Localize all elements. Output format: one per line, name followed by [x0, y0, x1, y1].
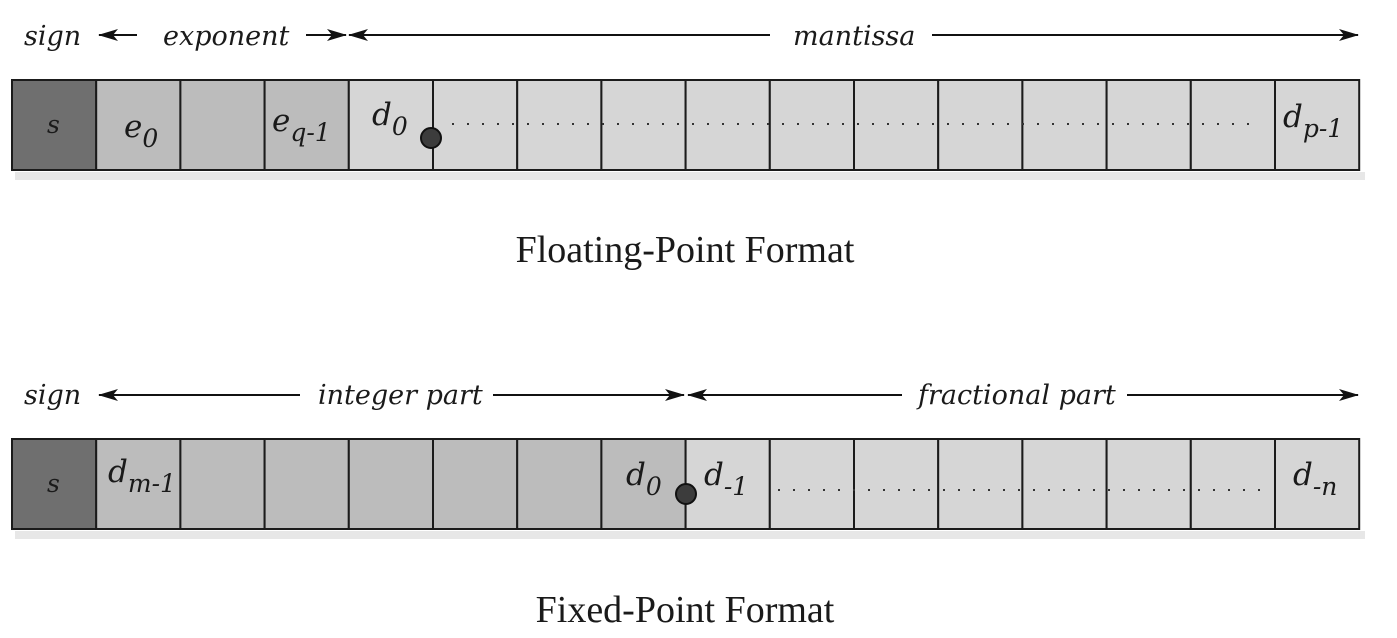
fp-bit-cell [1274, 79, 1361, 171]
fx-bit-cell [937, 438, 1024, 530]
fx-bit-cell [1189, 438, 1277, 530]
fp-bit-cell [937, 79, 1024, 171]
fp-bit-cell [11, 79, 98, 171]
fx-bit-cell [1105, 438, 1192, 530]
fp-sign-label: sign [24, 21, 81, 52]
fp-e0-symbol: e0 [124, 109, 158, 153]
floating-point-register: s e0 eq-1 d0 dp-1 [11, 79, 1365, 180]
floating-point-header: sign exponent mantissa [24, 21, 1359, 52]
fx-bit-cell [1021, 438, 1108, 530]
fx-bit-cell [11, 438, 98, 530]
fp-bit-cell [853, 79, 940, 171]
fx-caption: Fixed-Point Format [536, 589, 835, 631]
fp-bit-cell [684, 79, 771, 171]
fp-bit-cell [1021, 79, 1108, 171]
fx-radix-point [675, 483, 697, 505]
fixed-point-register: s dm-1 d0 d-1 d-n [11, 438, 1365, 539]
fp-exponent-label: exponent [163, 21, 290, 52]
fx-d-1-symbol: d-1 [704, 457, 748, 501]
fx-bit-cell [768, 438, 855, 530]
fp-radix-point [420, 127, 442, 149]
fp-bit-cell [432, 79, 519, 171]
fx-cells [11, 438, 1361, 530]
fp-bit-cell [95, 79, 182, 171]
fx-dn-symbol: d-n [1293, 457, 1337, 501]
fx-bit-cell [179, 438, 266, 530]
fp-bit-cell [179, 79, 266, 171]
fx-sign-symbol: s [47, 469, 60, 498]
fx-bit-cell [516, 438, 603, 530]
fx-bit-cell [853, 438, 940, 530]
fp-eq-symbol: eq-1 [272, 103, 331, 147]
fx-dm-symbol: dm-1 [108, 454, 176, 498]
fp-mantissa-label: mantissa [793, 21, 915, 52]
fp-d0-symbol: d0 [372, 97, 408, 141]
fp-bit-cell [263, 79, 350, 171]
fp-sign-symbol: s [47, 110, 60, 139]
fx-d0-symbol: d0 [626, 457, 662, 501]
fx-bit-cell [1274, 438, 1361, 530]
fp-bit-cell [600, 79, 687, 171]
fx-integer-label: integer part [318, 380, 483, 411]
fx-bit-cell [432, 438, 519, 530]
fx-bit-cell [95, 438, 182, 530]
fx-bit-cell [347, 438, 434, 530]
fx-fraction-label: fractional part [916, 380, 1116, 411]
fx-sign-label: sign [24, 380, 81, 411]
fx-bit-cell [600, 438, 687, 530]
fixed-point-header: sign integer part fractional part [24, 380, 1359, 411]
fp-caption: Floating-Point Format [516, 229, 855, 271]
fp-bit-cell [1105, 79, 1192, 171]
fp-cells [11, 79, 1361, 171]
fp-dp-symbol: dp-1 [1283, 99, 1343, 143]
fx-bit-cell [263, 438, 350, 530]
